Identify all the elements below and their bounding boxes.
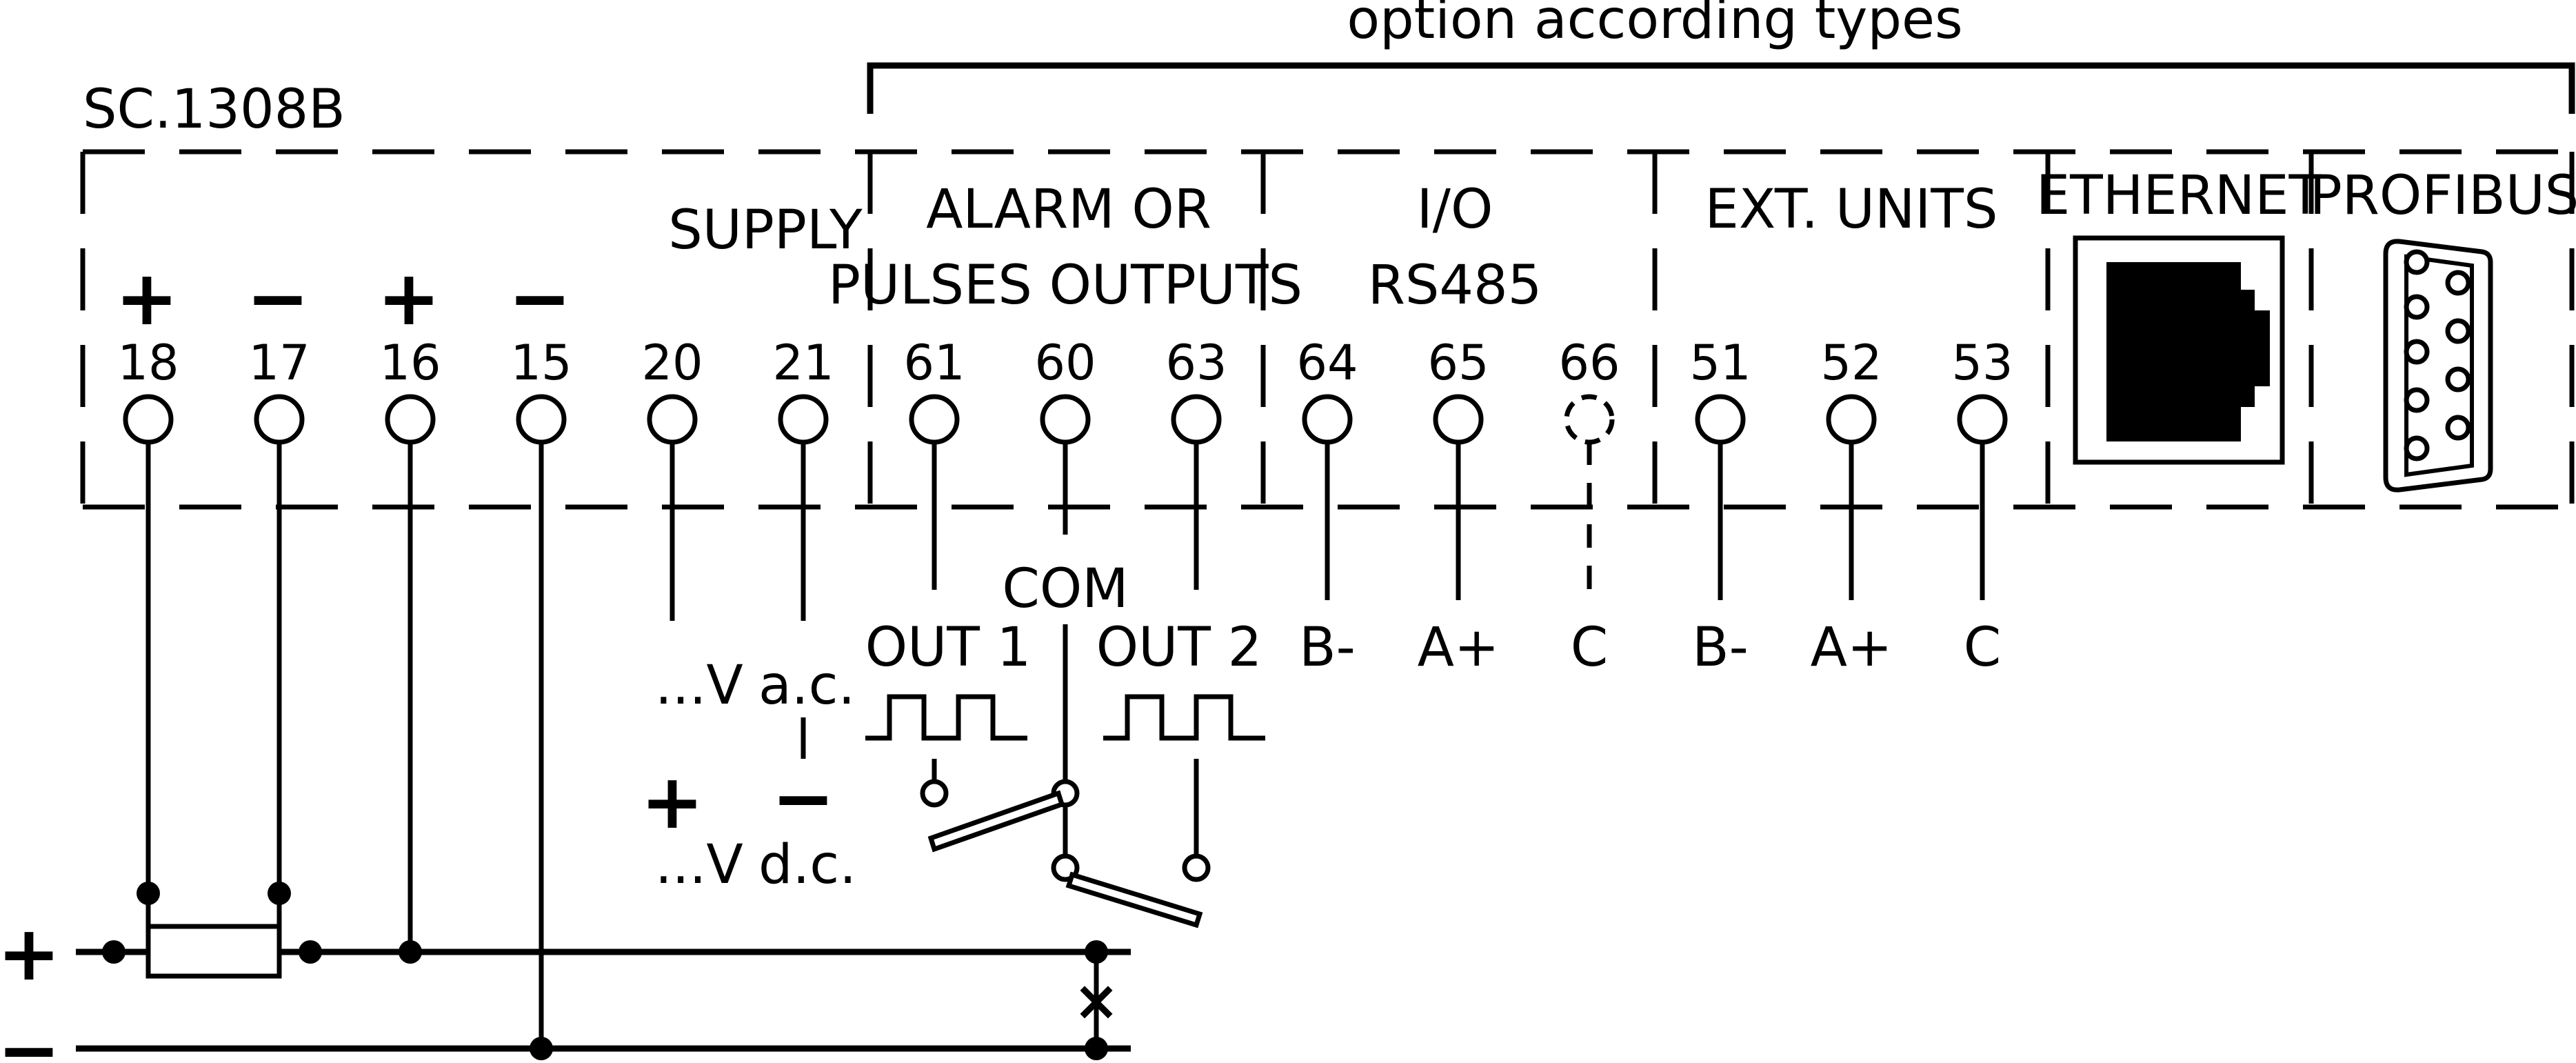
ethernet-port-icon [2073, 235, 2285, 465]
terminal-65 [1433, 394, 1484, 445]
terminal-18 [123, 394, 174, 445]
terminal-16 [385, 394, 436, 445]
device-model-label: SC.1308B [83, 79, 345, 141]
supply-dc-minus: − [772, 754, 835, 842]
out1-pulse-icon [865, 694, 1027, 741]
fuse [145, 924, 282, 979]
terminal-number: 66 [1558, 335, 1620, 391]
terminal-60 [1040, 394, 1091, 445]
out1-label: OUT 1 [865, 617, 1032, 679]
terminal-number: 61 [903, 335, 965, 391]
terminal-numbers: 18 17 16 15 20 21 61 60 63 64 65 66 51 5… [117, 335, 2013, 391]
terminal-number: 51 [1689, 335, 1751, 391]
terminal-number: 63 [1165, 335, 1227, 391]
terminal-number: 18 [117, 335, 179, 391]
supply-ac-voltage-label: ...V [655, 655, 743, 717]
terminal-number: 17 [248, 335, 310, 391]
ext-b-minus-label: B- [1692, 617, 1749, 679]
io-c-label: C [1571, 617, 1608, 679]
option-bracket [867, 62, 2575, 114]
option-bracket-label: option according types [1347, 0, 1962, 51]
terminal-number: 53 [1951, 335, 2013, 391]
terminal-20 [647, 394, 698, 445]
profibus-section-label: PROFIBUS [2310, 165, 2576, 227]
out1-contact [920, 779, 949, 808]
terminal-52 [1826, 394, 1877, 445]
terminal-number: 21 [772, 335, 834, 391]
terminal-15 [516, 394, 567, 445]
supply-section-label: SUPPLY [668, 199, 863, 261]
rail-minus-label: − [0, 1006, 61, 1063]
ethernet-section-label: ETHERNET [2036, 165, 2322, 227]
terminal-17 [254, 394, 305, 445]
out2-contact [1182, 853, 1211, 882]
alarm-section-label-line1: ALARM OR [926, 179, 1211, 241]
device-outline [80, 149, 2575, 510]
io-section-label-line2: RS485 [1368, 255, 1542, 317]
terminal-64 [1302, 394, 1353, 445]
supply-dc-label: d.c. [758, 834, 856, 896]
polarity-minus-17: − [246, 254, 310, 342]
io-section-label-line1: I/O [1417, 179, 1493, 241]
out2-pulse-icon [1103, 694, 1265, 741]
ext-units-section-label: EXT. UNITS [1705, 179, 1998, 241]
terminal-51 [1695, 394, 1746, 445]
terminal-number: 64 [1296, 335, 1358, 391]
terminal-66-optional [1564, 394, 1615, 445]
terminal-63 [1171, 394, 1222, 445]
terminal-number: 52 [1820, 335, 1882, 391]
polarity-minus-15: − [508, 254, 572, 342]
section-separators [867, 152, 2314, 507]
terminal-number: 16 [379, 335, 441, 391]
supply-ac-label: a.c. [758, 655, 855, 717]
terminal-61 [909, 394, 960, 445]
supply-dc-plus: + [641, 757, 704, 846]
io-b-minus-label: B- [1299, 617, 1356, 679]
cross-mark: × [1073, 968, 1119, 1033]
terminal-leads [145, 441, 1985, 1049]
terminal-21 [778, 394, 829, 445]
terminal-number: 15 [510, 335, 572, 391]
alarm-section-label-line2: PULSES OUTPUTS [828, 255, 1302, 317]
ext-c-label: C [1964, 617, 2001, 679]
terminal-number: 65 [1427, 335, 1489, 391]
polarity-plus-16: + [377, 254, 441, 342]
terminal-circles [123, 394, 2008, 445]
terminal-number: 20 [641, 335, 703, 391]
out2-label: OUT 2 [1096, 617, 1262, 679]
polarity-plus-18: + [115, 254, 179, 342]
rail-plus-label: + [0, 909, 61, 997]
ext-a-plus-label: A+ [1811, 617, 1893, 679]
com-label: COM [1002, 558, 1128, 620]
terminal-53 [1957, 394, 2008, 445]
out1-switch-blade [927, 790, 1065, 853]
terminal-number: 60 [1034, 335, 1096, 391]
out2-switch-blade [1065, 871, 1203, 928]
supply-dc-voltage-label: ...V [655, 834, 743, 896]
profibus-connector-icon [2383, 239, 2493, 493]
io-a-plus-label: A+ [1418, 617, 1500, 679]
